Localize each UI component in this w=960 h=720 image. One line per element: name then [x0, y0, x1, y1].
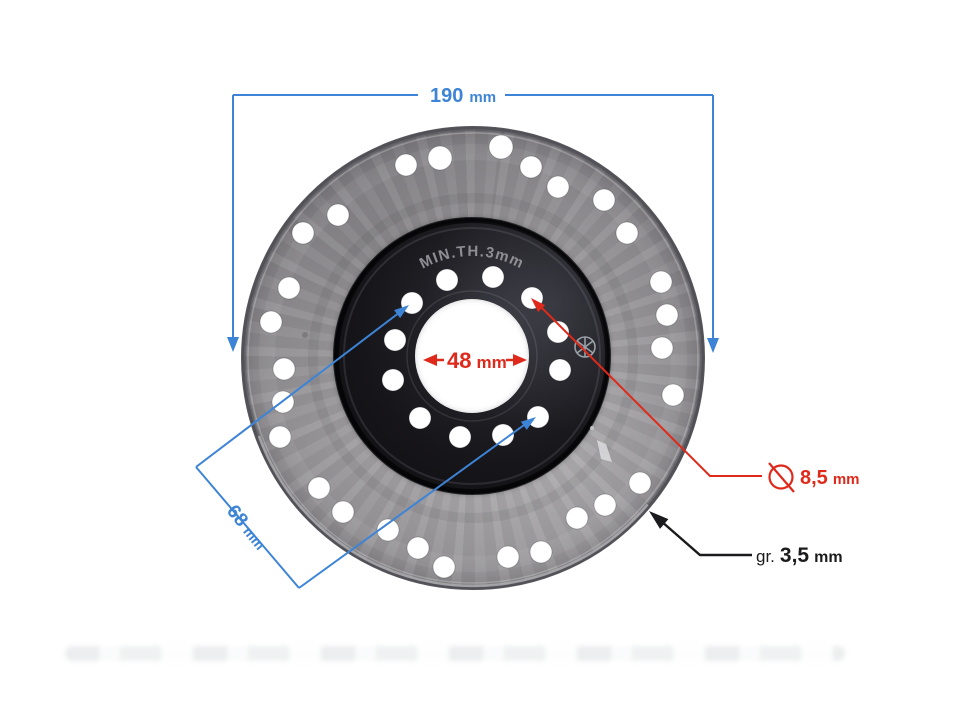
dimension-bolt-spacing	[195, 308, 532, 589]
dimension-hole-diameter	[536, 302, 762, 477]
dimension-outer-diameter	[232, 94, 714, 339]
dimension-outer-diameter-arrows	[227, 337, 719, 353]
diameter-symbol-icon	[768, 462, 795, 493]
hub-details: MIN.TH.3mm	[333, 217, 612, 495]
annotation-thickness	[660, 520, 752, 557]
outer-drilled-holes	[259, 134, 685, 579]
hub-chip-mark	[597, 440, 612, 462]
bolt-spacing-label: 68mm	[222, 501, 270, 554]
faded-watermark-band	[65, 646, 845, 661]
hole-diameter-arrow	[531, 298, 546, 313]
bolt-circle-holes	[381, 265, 572, 449]
min-thickness-engraving: MIN.TH.3mm	[417, 243, 527, 272]
dimension-bolt-spacing-arrows	[394, 305, 536, 430]
thickness-arrow	[649, 511, 669, 529]
dimension-center-bore-arrows	[423, 354, 527, 366]
disc-surface-rings	[241, 126, 705, 590]
wheel-mark-icon	[574, 336, 596, 358]
